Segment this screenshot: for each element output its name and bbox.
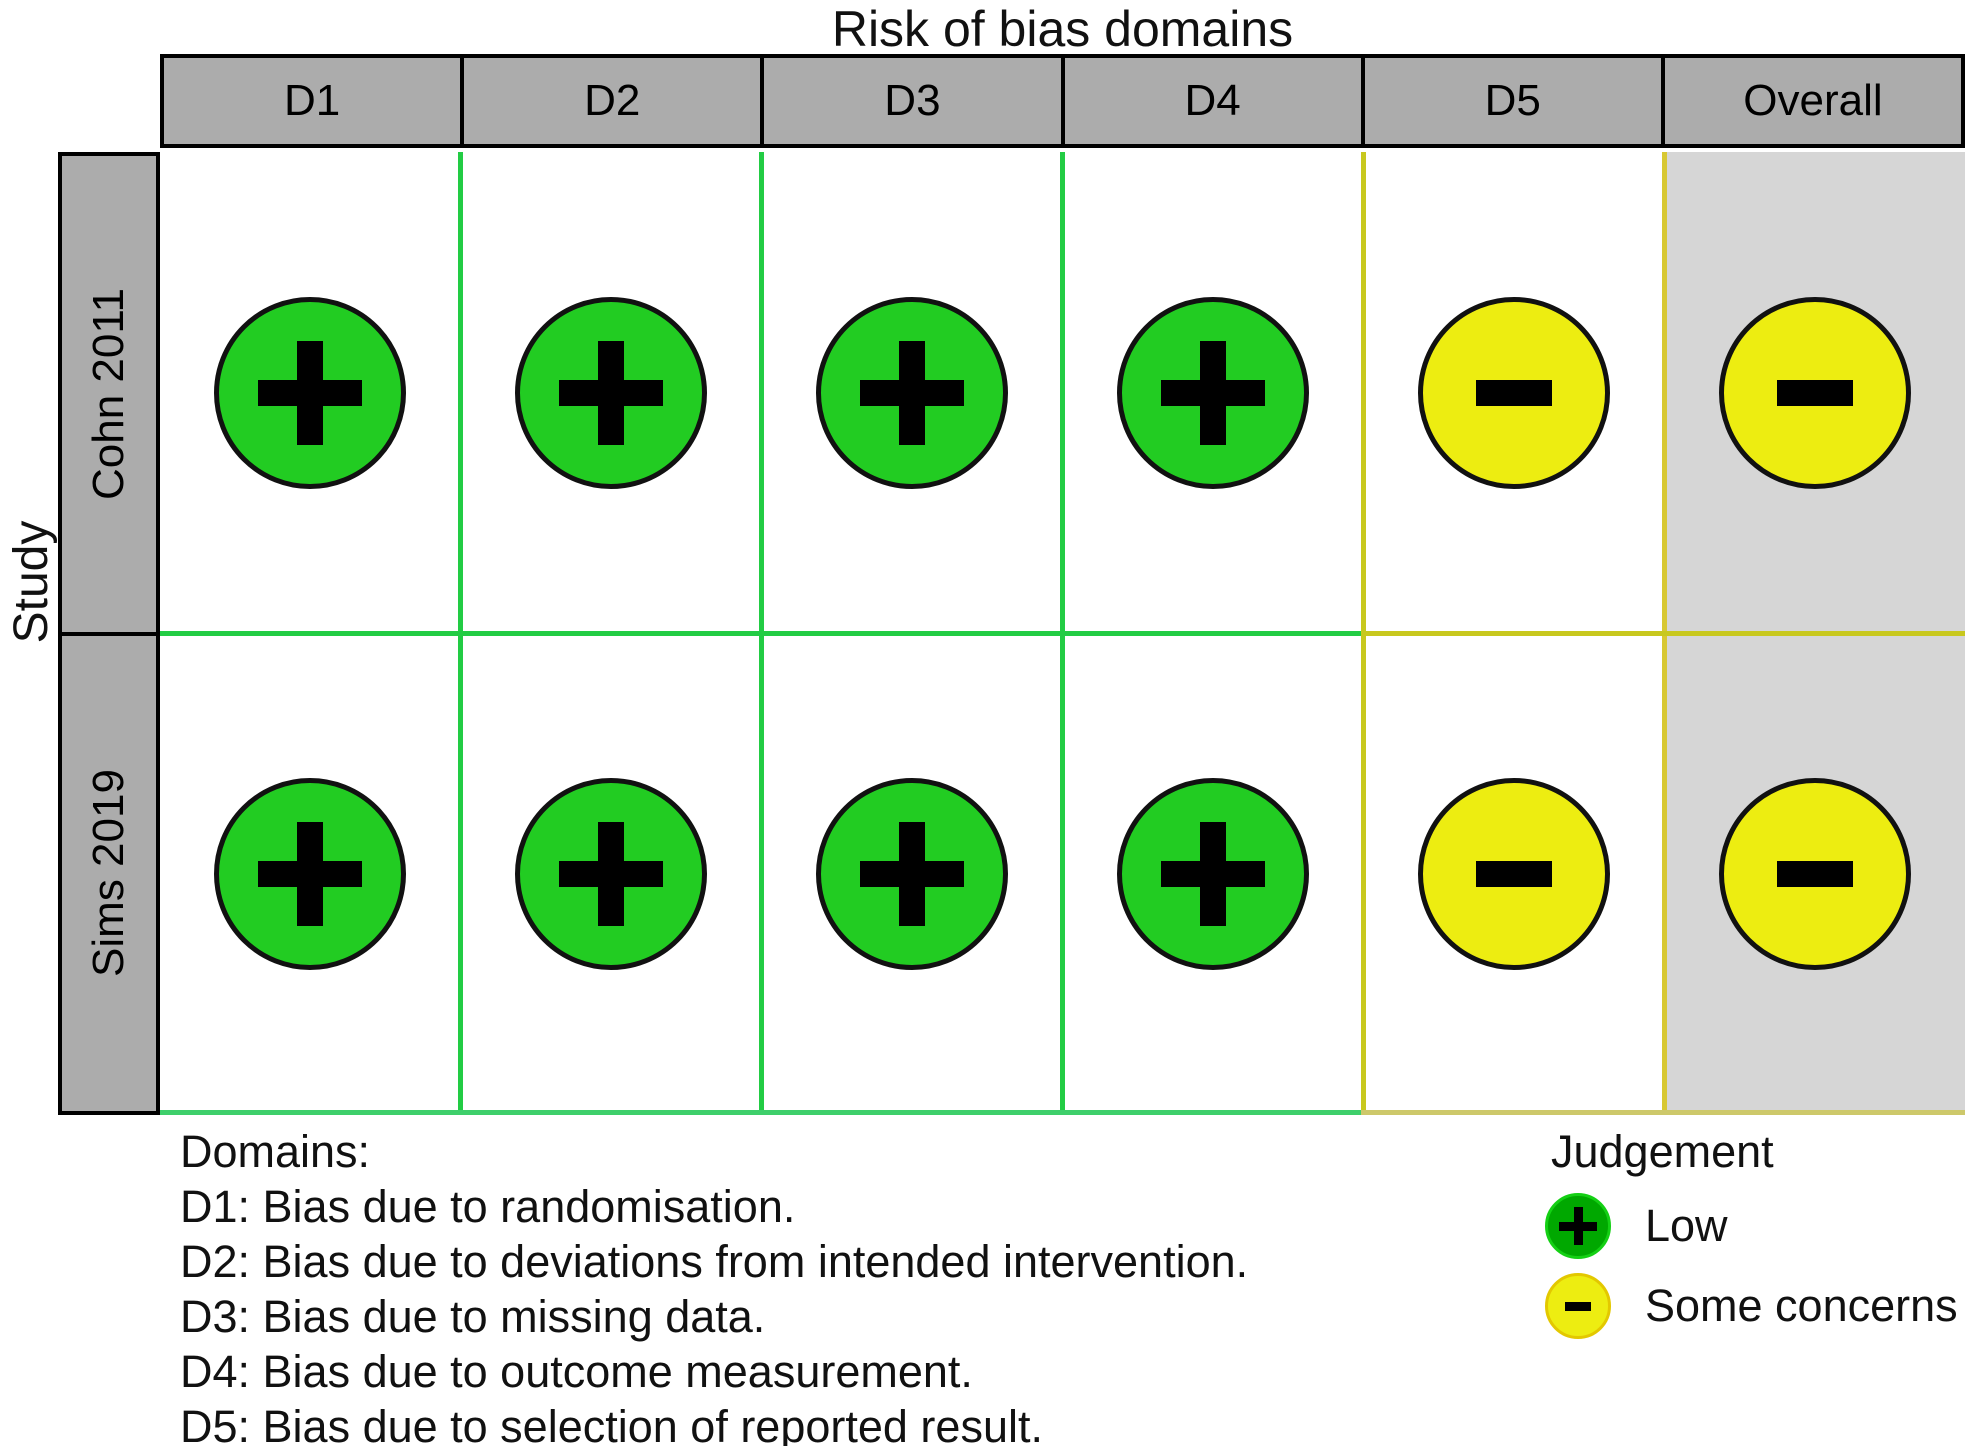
cell-sims2019-d5[interactable] bbox=[1363, 634, 1664, 1116]
domain-line-d4: D4: Bias due to outcome measurement. bbox=[180, 1346, 973, 1397]
grid-hline-rows bbox=[160, 631, 1965, 636]
legend-title: Judgement bbox=[1551, 1126, 1774, 1177]
plus-icon bbox=[1573, 1207, 1583, 1245]
header-cell-d5: D5 bbox=[1364, 58, 1665, 144]
judgement-icon-low bbox=[1545, 1193, 1611, 1259]
header-cell-d4: D4 bbox=[1064, 58, 1365, 144]
judgement-icon-low bbox=[515, 778, 708, 971]
study-label-text: Cohn 2011 bbox=[84, 287, 133, 500]
cell-cohn2011-overall[interactable] bbox=[1664, 152, 1965, 634]
cell-cohn2011-d2[interactable] bbox=[461, 152, 762, 634]
cell-sims2019-d3[interactable] bbox=[762, 634, 1063, 1116]
legend-item-some-concerns: Some concerns bbox=[1545, 1273, 1958, 1339]
domains-legend-text: Domains: D1: Bias due to randomisation. … bbox=[180, 1124, 1248, 1446]
cell-cohn2011-d1[interactable] bbox=[160, 152, 461, 634]
plus-icon bbox=[297, 822, 324, 927]
judgement-icon-low bbox=[515, 296, 708, 489]
study-label-cohn-2011: Cohn 2011 bbox=[62, 156, 156, 636]
domain-line-d3: D3: Bias due to missing data. bbox=[180, 1291, 766, 1342]
cell-cohn2011-d4[interactable] bbox=[1062, 152, 1363, 634]
table-row bbox=[160, 152, 1965, 634]
minus-icon bbox=[1475, 861, 1552, 888]
domains-heading: Domains: bbox=[180, 1126, 371, 1177]
domain-header-row: D1 D2 D3 D4 D5 Overall bbox=[160, 54, 1965, 148]
plus-icon bbox=[1199, 822, 1226, 927]
minus-icon bbox=[1565, 1301, 1591, 1311]
study-label-sims-2019: Sims 2019 bbox=[62, 635, 156, 1111]
header-cell-overall: Overall bbox=[1664, 58, 1962, 144]
plus-icon bbox=[598, 340, 625, 445]
grid-hline-segment-yellow bbox=[1361, 1110, 1965, 1115]
study-label-column: Cohn 2011 Sims 2019 bbox=[58, 152, 160, 1115]
legend-label-some-concerns: Some concerns bbox=[1645, 1280, 1958, 1331]
y-axis-title: Study bbox=[5, 520, 58, 644]
judgement-icon-some-concerns bbox=[1545, 1273, 1611, 1339]
plus-icon bbox=[899, 340, 926, 445]
domain-line-d1: D1: Bias due to randomisation. bbox=[180, 1181, 796, 1232]
judgement-icon-some-concerns bbox=[1718, 778, 1911, 971]
cell-sims2019-overall[interactable] bbox=[1664, 633, 1965, 1115]
legend-item-low: Low bbox=[1545, 1193, 1958, 1259]
judgement-icon-low bbox=[1116, 778, 1309, 971]
grid-hline-segment-green bbox=[160, 631, 1361, 636]
header-cell-d1: D1 bbox=[164, 58, 465, 144]
minus-icon bbox=[1776, 861, 1853, 888]
plus-icon bbox=[899, 822, 926, 927]
header-cell-d2: D2 bbox=[464, 58, 765, 144]
judgement-icon-some-concerns bbox=[1417, 296, 1610, 489]
judgement-icon-some-concerns bbox=[1417, 778, 1610, 971]
judgement-icon-low bbox=[1116, 296, 1309, 489]
header-cell-d3: D3 bbox=[764, 58, 1065, 144]
judgement-icon-low bbox=[214, 778, 407, 971]
cell-sims2019-d4[interactable] bbox=[1062, 634, 1363, 1116]
judgement-icon-some-concerns bbox=[1718, 296, 1911, 489]
judgement-icon-low bbox=[816, 778, 1009, 971]
judgement-icon-low bbox=[214, 296, 407, 489]
cell-cohn2011-d3[interactable] bbox=[762, 152, 1063, 634]
study-label-text: Sims 2019 bbox=[84, 769, 133, 978]
plus-icon bbox=[598, 822, 625, 927]
legend-label-low: Low bbox=[1645, 1200, 1728, 1251]
page-title: Risk of bias domains bbox=[831, 1, 1294, 57]
judgement-icon-low bbox=[816, 296, 1009, 489]
minus-icon bbox=[1776, 379, 1853, 406]
minus-icon bbox=[1475, 379, 1552, 406]
grid-hline-bottom bbox=[160, 1110, 1965, 1115]
table-row bbox=[160, 633, 1965, 1116]
domain-line-d5: D5: Bias due to selection of reported re… bbox=[180, 1401, 1043, 1446]
cell-cohn2011-d5[interactable] bbox=[1363, 152, 1664, 634]
cell-sims2019-d1[interactable] bbox=[160, 634, 461, 1116]
judgement-grid bbox=[160, 152, 1965, 1115]
plus-icon bbox=[297, 340, 324, 445]
plus-icon bbox=[1199, 340, 1226, 445]
grid-hline-segment-green bbox=[160, 1110, 1361, 1115]
cell-sims2019-d2[interactable] bbox=[461, 634, 762, 1116]
domain-line-d2: D2: Bias due to deviations from intended… bbox=[180, 1236, 1249, 1287]
grid-hline-segment-yellow bbox=[1361, 631, 1965, 636]
judgement-legend: Judgement Low Some concerns bbox=[1545, 1124, 1958, 1339]
